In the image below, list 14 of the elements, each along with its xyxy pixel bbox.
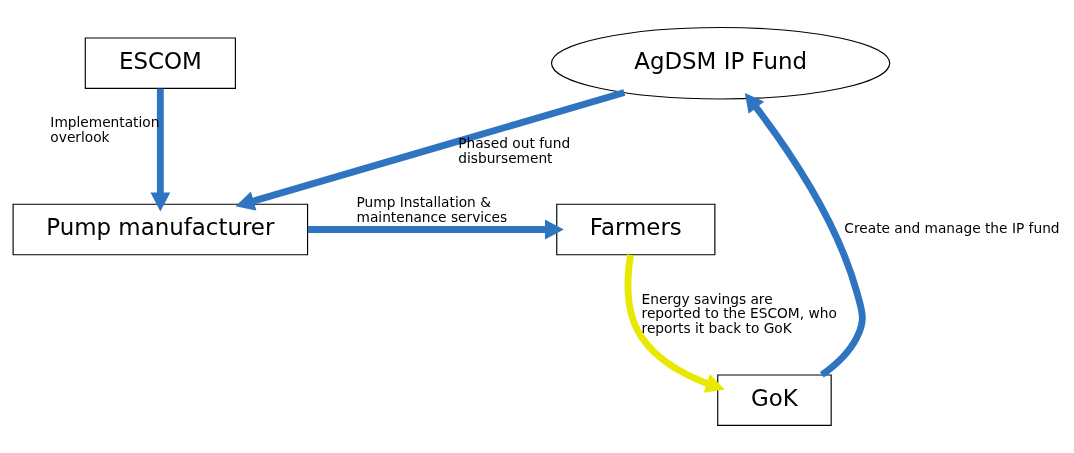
edge-label: Energy savings are reported to the ESCOM, who reports it back to GoK — [641, 290, 837, 337]
node-ellipse: AgDSM IP Fund — [550, 26, 891, 100]
node-box: Pump manufacturer — [12, 203, 309, 256]
edge-label: Pump Installation & maintenance services — [356, 194, 508, 226]
arrow — [307, 219, 564, 240]
arrow — [624, 254, 725, 393]
edge-label: Phased out fund disbursement — [458, 134, 571, 166]
node-box: Farmers — [556, 203, 716, 256]
arrow — [235, 89, 626, 211]
arrow — [744, 92, 866, 378]
edge-label: Create and manage the IP fund — [844, 220, 1060, 237]
node-box: GoK — [717, 374, 832, 426]
arrow — [150, 88, 171, 212]
node-box: ESCOM — [84, 37, 236, 89]
